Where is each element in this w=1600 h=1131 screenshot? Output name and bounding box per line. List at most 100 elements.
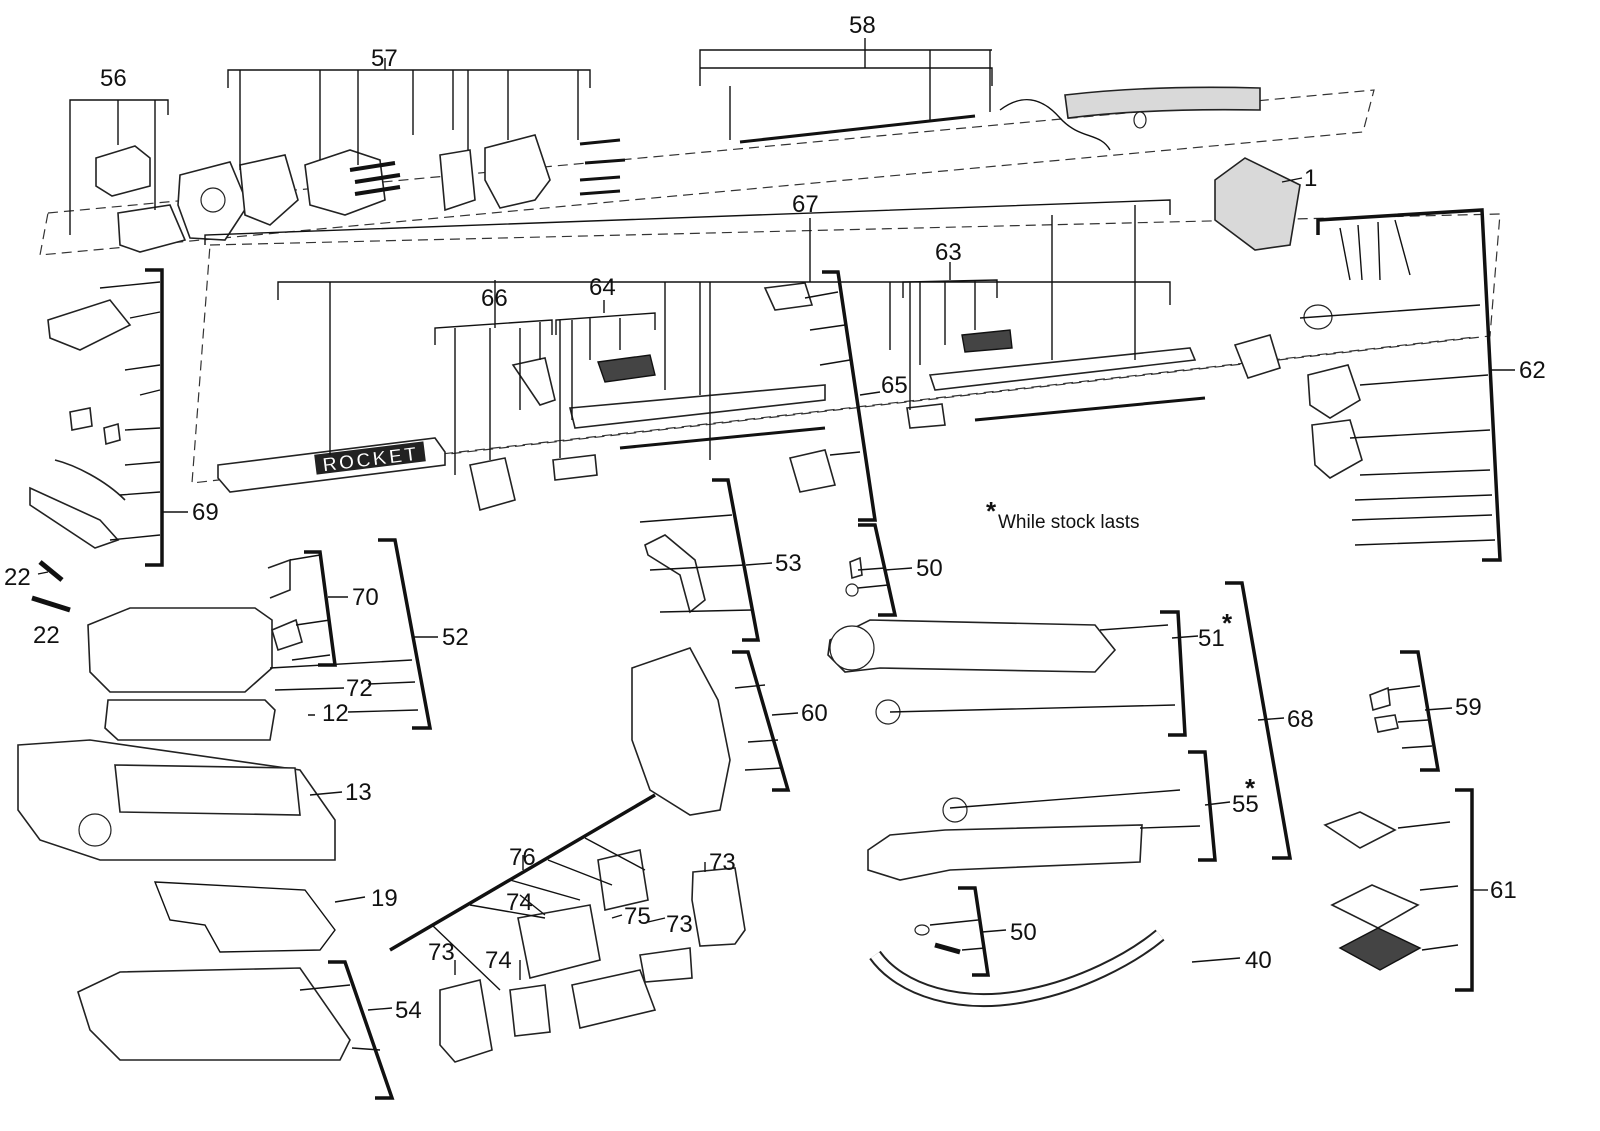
callout-40: 40 [1245,947,1272,974]
battery-lid-part [87,607,273,693]
brand-plate [314,441,426,475]
stock-note-text: While stock lasts [998,512,1139,533]
frame-part [304,149,386,216]
lever-arm-part [29,486,120,549]
cover-plate-part [47,299,132,351]
callout-52: 52 [442,624,469,651]
tray-gasket-part [153,881,336,953]
left-side-parts [29,299,132,613]
callout-54: 54 [395,997,422,1024]
callout-69: 69 [192,499,219,526]
clamp-part-right [788,449,837,493]
assembly-outlines [39,89,1501,484]
callout-65: 65 [881,372,908,399]
callout-73-right: 73 [709,849,736,876]
circuit-board-part [517,904,601,979]
o-ring-part [1133,111,1147,129]
callout-66: 66 [481,285,508,312]
callout-numbers: 56 57 58 1 67 63 64 66 65 62 69 22 22 70… [4,12,1546,1024]
callout-55: 55 [1232,791,1259,818]
hose-part [999,98,1111,151]
callout-60: 60 [801,700,828,727]
callout-50-upper: 50 [916,555,943,582]
coil-spring-part [1064,86,1261,119]
rod-part [739,114,976,144]
callout-75: 75 [624,903,651,930]
callout-63: 63 [935,239,962,266]
plate-part [439,149,476,212]
battery-module-left-part [439,979,493,1063]
rail-section-middle [568,384,826,429]
pad-right [961,329,1013,353]
callout-68: 68 [1287,706,1314,733]
slider-block-part-right [906,403,946,429]
tray-knob-part [78,813,112,847]
tray-frame-part [114,764,301,816]
callout-58: 58 [849,12,876,39]
latch-part [69,407,93,431]
lid-handle-part [267,558,291,599]
callout-50-lower: 50 [1010,919,1037,946]
callout-59: 59 [1455,694,1482,721]
strap-part-inner [870,931,1164,1006]
rail-strip-right [974,396,1206,422]
latch-part-2 [103,422,121,446]
callout-73-middle: 73 [666,911,693,938]
callout-64: 64 [589,274,616,301]
callout-56: 56 [100,65,127,92]
hook-part [1369,686,1391,712]
leader-lines [37,38,1515,1100]
frame-ring-lower-part [1338,927,1422,971]
slider-block-part [552,454,598,481]
right-side-parts [827,619,1422,1008]
callout-22-lower: 22 [33,622,60,649]
battery-module-right-part [691,867,746,947]
bolt-part-lower [934,942,961,955]
stock-note: * While stock lasts [986,496,1139,533]
center-parts [631,534,863,816]
drive-coupler-part [1233,334,1281,379]
lid-gasket-part [104,699,276,741]
pad-middle [597,354,656,383]
controller-part [1214,157,1301,251]
end-cap-part [763,282,814,311]
bottom-plate-part [77,967,351,1061]
upper-arm-hub [829,625,875,671]
heat-sink-part [571,969,657,1029]
housing-right-part [239,154,299,226]
callout-57: 57 [371,45,398,72]
asterisk-51: * [1222,608,1233,638]
washer-part [845,583,859,597]
battery-box-assembly [17,558,351,1061]
cap-part [95,145,151,197]
callout-19: 19 [371,885,398,912]
lower-hub-cap-part [942,797,968,823]
top-assembly-outline [39,89,1375,256]
clamp-base-part [117,204,187,253]
connector-block-part [639,947,693,983]
callout-1: 1 [1304,165,1317,192]
asterisk-55: * [1245,773,1256,803]
callout-22-upper: 22 [4,564,31,591]
callout-61: 61 [1490,877,1517,904]
callout-73-left: 73 [428,939,455,966]
frame-67-bracket [204,199,1171,245]
rail-section-right [928,347,1197,391]
bolt-set [579,138,626,196]
frame-ring-upper-part [1330,884,1420,929]
callout-72: 72 [346,675,373,702]
rail-center-line [299,336,1476,471]
callout-67: 67 [792,191,819,218]
spring-strip-part [54,459,126,501]
pin-set [349,161,401,196]
main-rail-outline [191,213,1501,484]
handle-bracket-part [644,534,706,614]
bracket-part [511,357,556,406]
callout-76: 76 [509,844,536,871]
rail-strip-middle [619,426,826,450]
electronics-parts [439,849,746,1063]
filter-pad-part [1323,811,1397,849]
lid-latch-part [271,618,303,652]
pin-part-upper [38,560,64,582]
